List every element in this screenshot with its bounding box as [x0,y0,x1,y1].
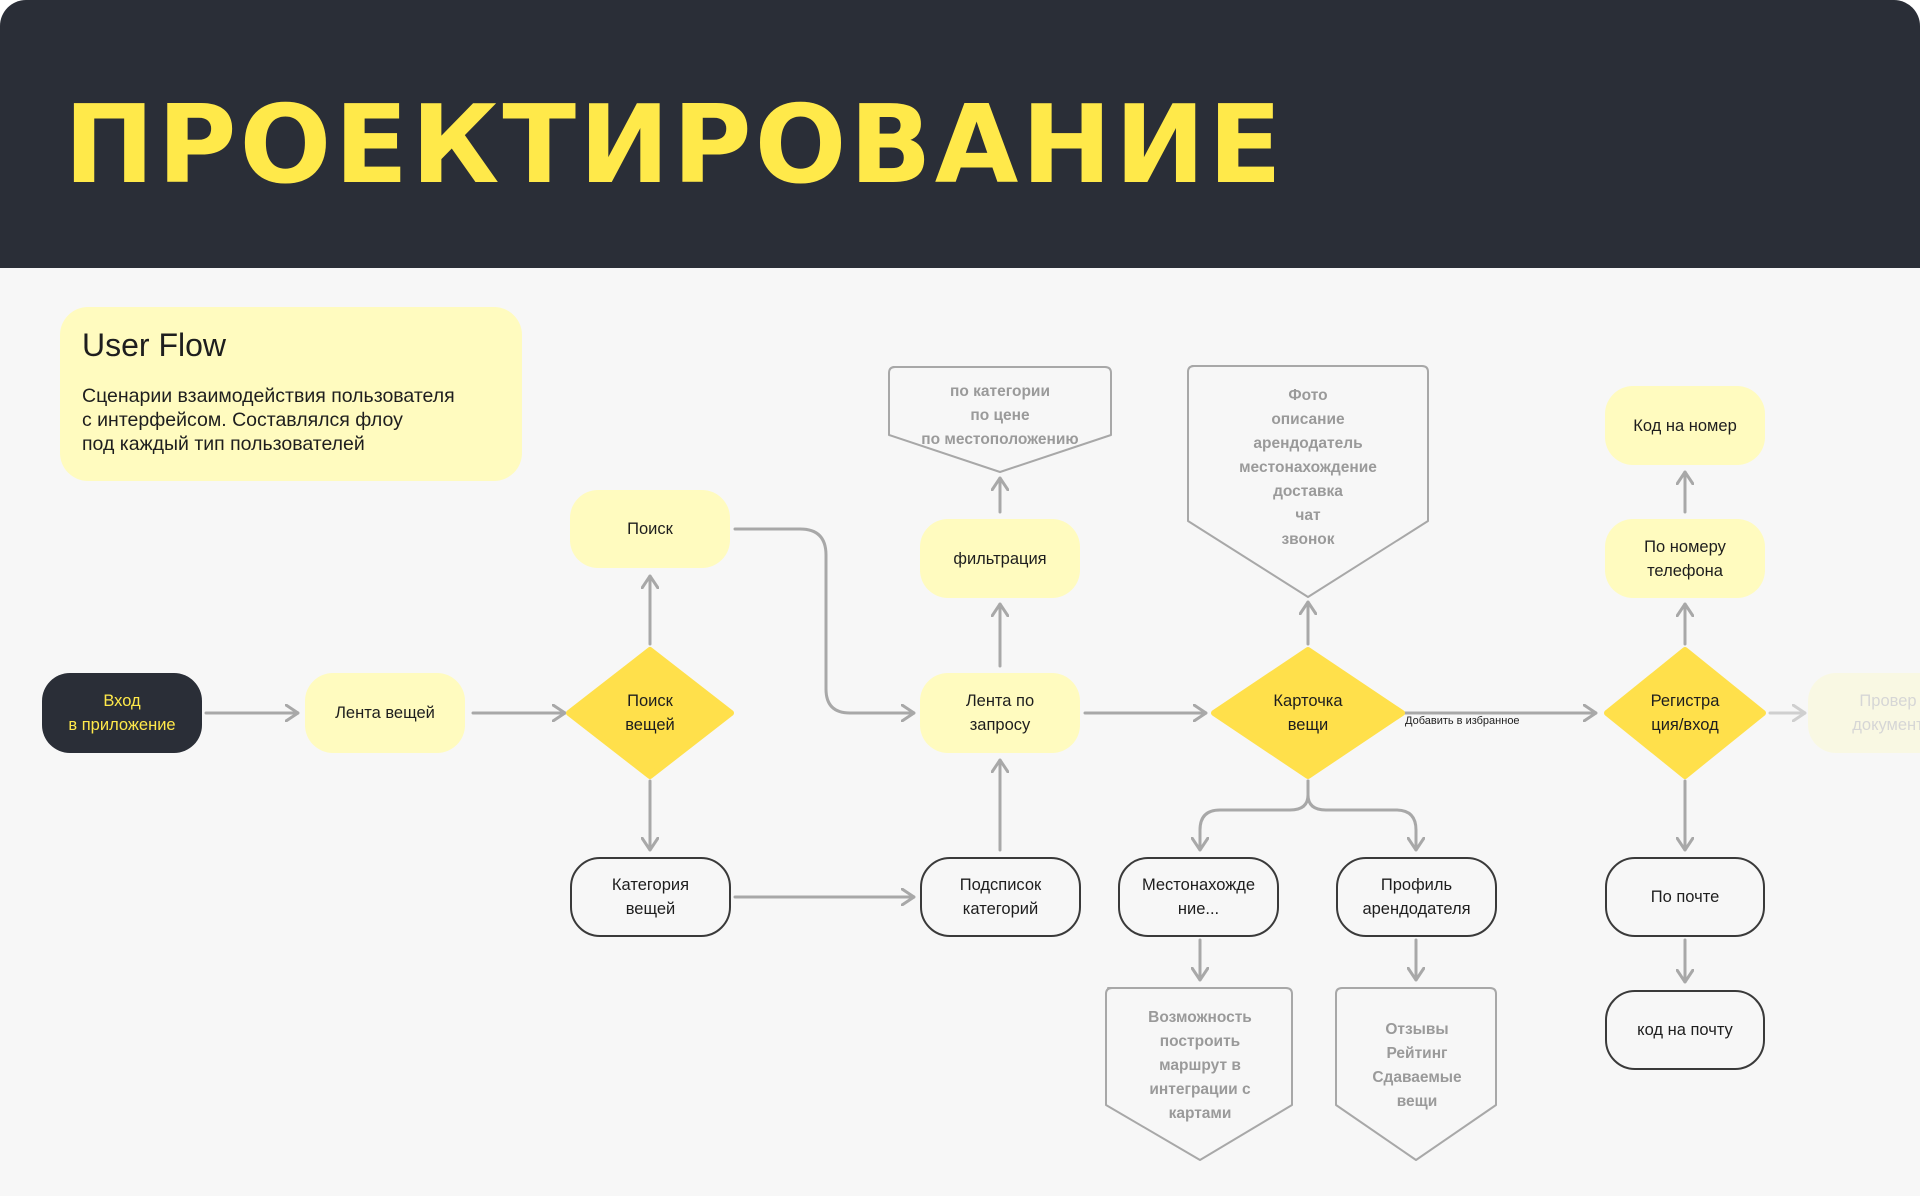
location-node: Местонахожде ние... [1118,857,1279,937]
intro-description: Сценарии взаимодействия пользователя с и… [82,385,455,455]
search-decision-label: Поиск вещей [625,692,675,734]
by-phone-node: По номеру телефона [1605,519,1765,598]
code-phone-node: Код на номер [1605,386,1765,465]
by-email-node: По почте [1605,857,1765,937]
edge-card-location [1200,779,1310,852]
subcategories-node: Подсписок категорий [920,857,1081,937]
edge-label-add-favorites: Добавить в избранное [1405,715,1520,727]
registration-label: Регистра ция/вход [1650,692,1720,734]
search-node: Поиск [570,490,730,568]
code-phone-label: Код на номер [1633,416,1737,435]
item-card-label: Карточка вещи [1273,692,1343,734]
note-card-details-shape [1187,365,1429,598]
page-title: ПРОЕКТИРОВАНИЕ [64,83,1285,208]
header-banner: ПРОЕКТИРОВАНИЕ [0,0,1920,268]
decision-card-shape [1211,647,1405,779]
decision-search-shape [566,647,734,779]
next-step-node: Провер документ [1808,673,1920,753]
owner-profile-node: Профиль арендодателя [1336,857,1497,937]
note-reviews: Отзывы Рейтинг Сдаваемые вещи [1372,1021,1462,1110]
code-email-node: код на почту [1605,990,1765,1070]
note-route-shape [1105,987,1293,1161]
category-node: Категория вещей [570,857,731,937]
filtering-node: фильтрация [920,519,1080,598]
feed-node: Лента вещей [305,673,465,753]
note-route-map: Возможность построить маршрут в интеграц… [1148,1009,1252,1122]
intro-title: User Flow [82,327,227,363]
entry-node: Вход в приложение [42,673,202,753]
note-reviews-shape [1335,987,1497,1161]
note-card-details: Фото описание арендодатель местонахожден… [1239,387,1377,548]
edge-card-owner [1306,779,1416,852]
note-filter-options-shape [888,366,1112,473]
intro-card: User Flow Сценарии взаимодействия пользо… [60,307,522,481]
query-feed-node: Лента по запросу [920,673,1080,753]
edge-search-query-feed [733,527,916,713]
decision-registration-shape [1604,647,1766,779]
